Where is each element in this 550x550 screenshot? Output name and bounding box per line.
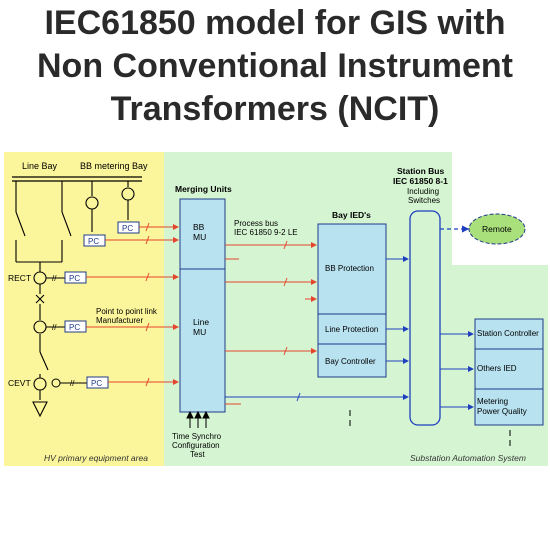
title-line-1: IEC61850 model for GIS with xyxy=(44,4,506,42)
pc-box-bb-2: PC xyxy=(83,234,106,247)
circuit-breaker-cross xyxy=(35,294,45,304)
dash-marks xyxy=(349,410,511,446)
svg-text:PC: PC xyxy=(69,323,80,332)
station-level-links xyxy=(440,331,474,410)
earth-icon xyxy=(32,401,48,418)
process-bus-label-2: IEC 61850 9-2 LE xyxy=(234,228,298,237)
line-bay-feeder xyxy=(15,181,72,400)
line-mu-label-2: MU xyxy=(193,327,206,337)
metering-box xyxy=(474,388,544,426)
remote-label: Remote xyxy=(482,224,512,234)
line-mu-box xyxy=(179,268,226,413)
svg-text:PC: PC xyxy=(122,224,133,233)
process-bus-label-1: Process bus xyxy=(234,219,278,228)
bb-mu-label-2: MU xyxy=(193,232,206,242)
line-protection-label: Line Protection xyxy=(325,325,378,334)
bay-controller-label: Bay Controller xyxy=(325,357,376,366)
pc-box-ct: // PC xyxy=(46,320,87,333)
station-bus-label-4: Switches xyxy=(408,196,440,205)
station-bus xyxy=(409,210,441,426)
svg-text://: // xyxy=(70,379,75,388)
pc-box-bb-1: PC xyxy=(117,221,140,234)
line-mu-label-1: Line xyxy=(193,317,209,327)
cevt-sensor-icon xyxy=(33,377,47,391)
bb-metering-sensors xyxy=(85,181,135,232)
bb-mu-box xyxy=(179,198,226,270)
mu-station-slash xyxy=(296,392,301,402)
station-bus-label-3: Including xyxy=(407,187,439,196)
title-line-3: Transformers (NCIT) xyxy=(110,90,440,128)
bb-protection-label: BB Protection xyxy=(325,264,374,273)
station-bus-label-1: Station Bus xyxy=(397,166,444,176)
merging-units-label: Merging Units xyxy=(175,184,232,194)
svg-text://: // xyxy=(52,323,57,332)
busbars xyxy=(12,176,142,182)
svg-text://: // xyxy=(52,274,57,283)
bay-ieds-label: Bay IED's xyxy=(332,210,371,220)
svg-text:PC: PC xyxy=(69,274,80,283)
process-bus-slash-marks xyxy=(283,240,288,356)
sa-area-label: Substation Automation System xyxy=(410,453,526,463)
time-sync-label-1: Time Synchro xyxy=(172,432,222,441)
bb-protection-box xyxy=(317,223,387,315)
title-line-2: Non Conventional Instrument xyxy=(37,47,513,85)
hv-primary-area xyxy=(4,152,164,466)
ied-station-links xyxy=(386,256,409,364)
time-sync-label-3: Test xyxy=(190,450,205,459)
bb-metering-bay-label: BB metering Bay xyxy=(80,161,148,171)
pc-to-mu-links xyxy=(86,224,179,385)
rect-label: RECT xyxy=(8,273,31,283)
link-slash-marks xyxy=(145,222,150,387)
time-sync-arrows xyxy=(186,410,210,428)
svg-text:PC: PC xyxy=(91,379,102,388)
cevt-label: CEVT xyxy=(8,378,31,388)
station-bus-label-2: IEC 61850 8-1 xyxy=(393,176,448,186)
others-ied-label: Others IED xyxy=(477,364,517,373)
remote-node xyxy=(468,213,526,245)
ptp-label-1: Point to point link xyxy=(96,307,158,316)
svg-text:PC: PC xyxy=(88,237,99,246)
page-title: IEC61850 model for GIS with Non Conventi… xyxy=(0,2,550,131)
bb-mu-label-1: BB xyxy=(193,222,205,232)
pc-box-rect: // PC xyxy=(46,271,87,284)
line-protection-box xyxy=(317,313,387,345)
line-bay-label: Line Bay xyxy=(22,161,58,171)
station-controller-box xyxy=(474,318,544,350)
process-bus-links xyxy=(225,242,317,405)
time-sync-label-2: Configuration xyxy=(172,441,220,450)
hv-area-label: HV primary equipment area xyxy=(44,453,148,463)
metering-label-2: Power Quality xyxy=(477,407,527,416)
station-controller-label: Station Controller xyxy=(477,329,539,338)
metering-label-1: Metering xyxy=(477,397,508,406)
ptp-label-2: Manufacturer xyxy=(96,316,143,325)
